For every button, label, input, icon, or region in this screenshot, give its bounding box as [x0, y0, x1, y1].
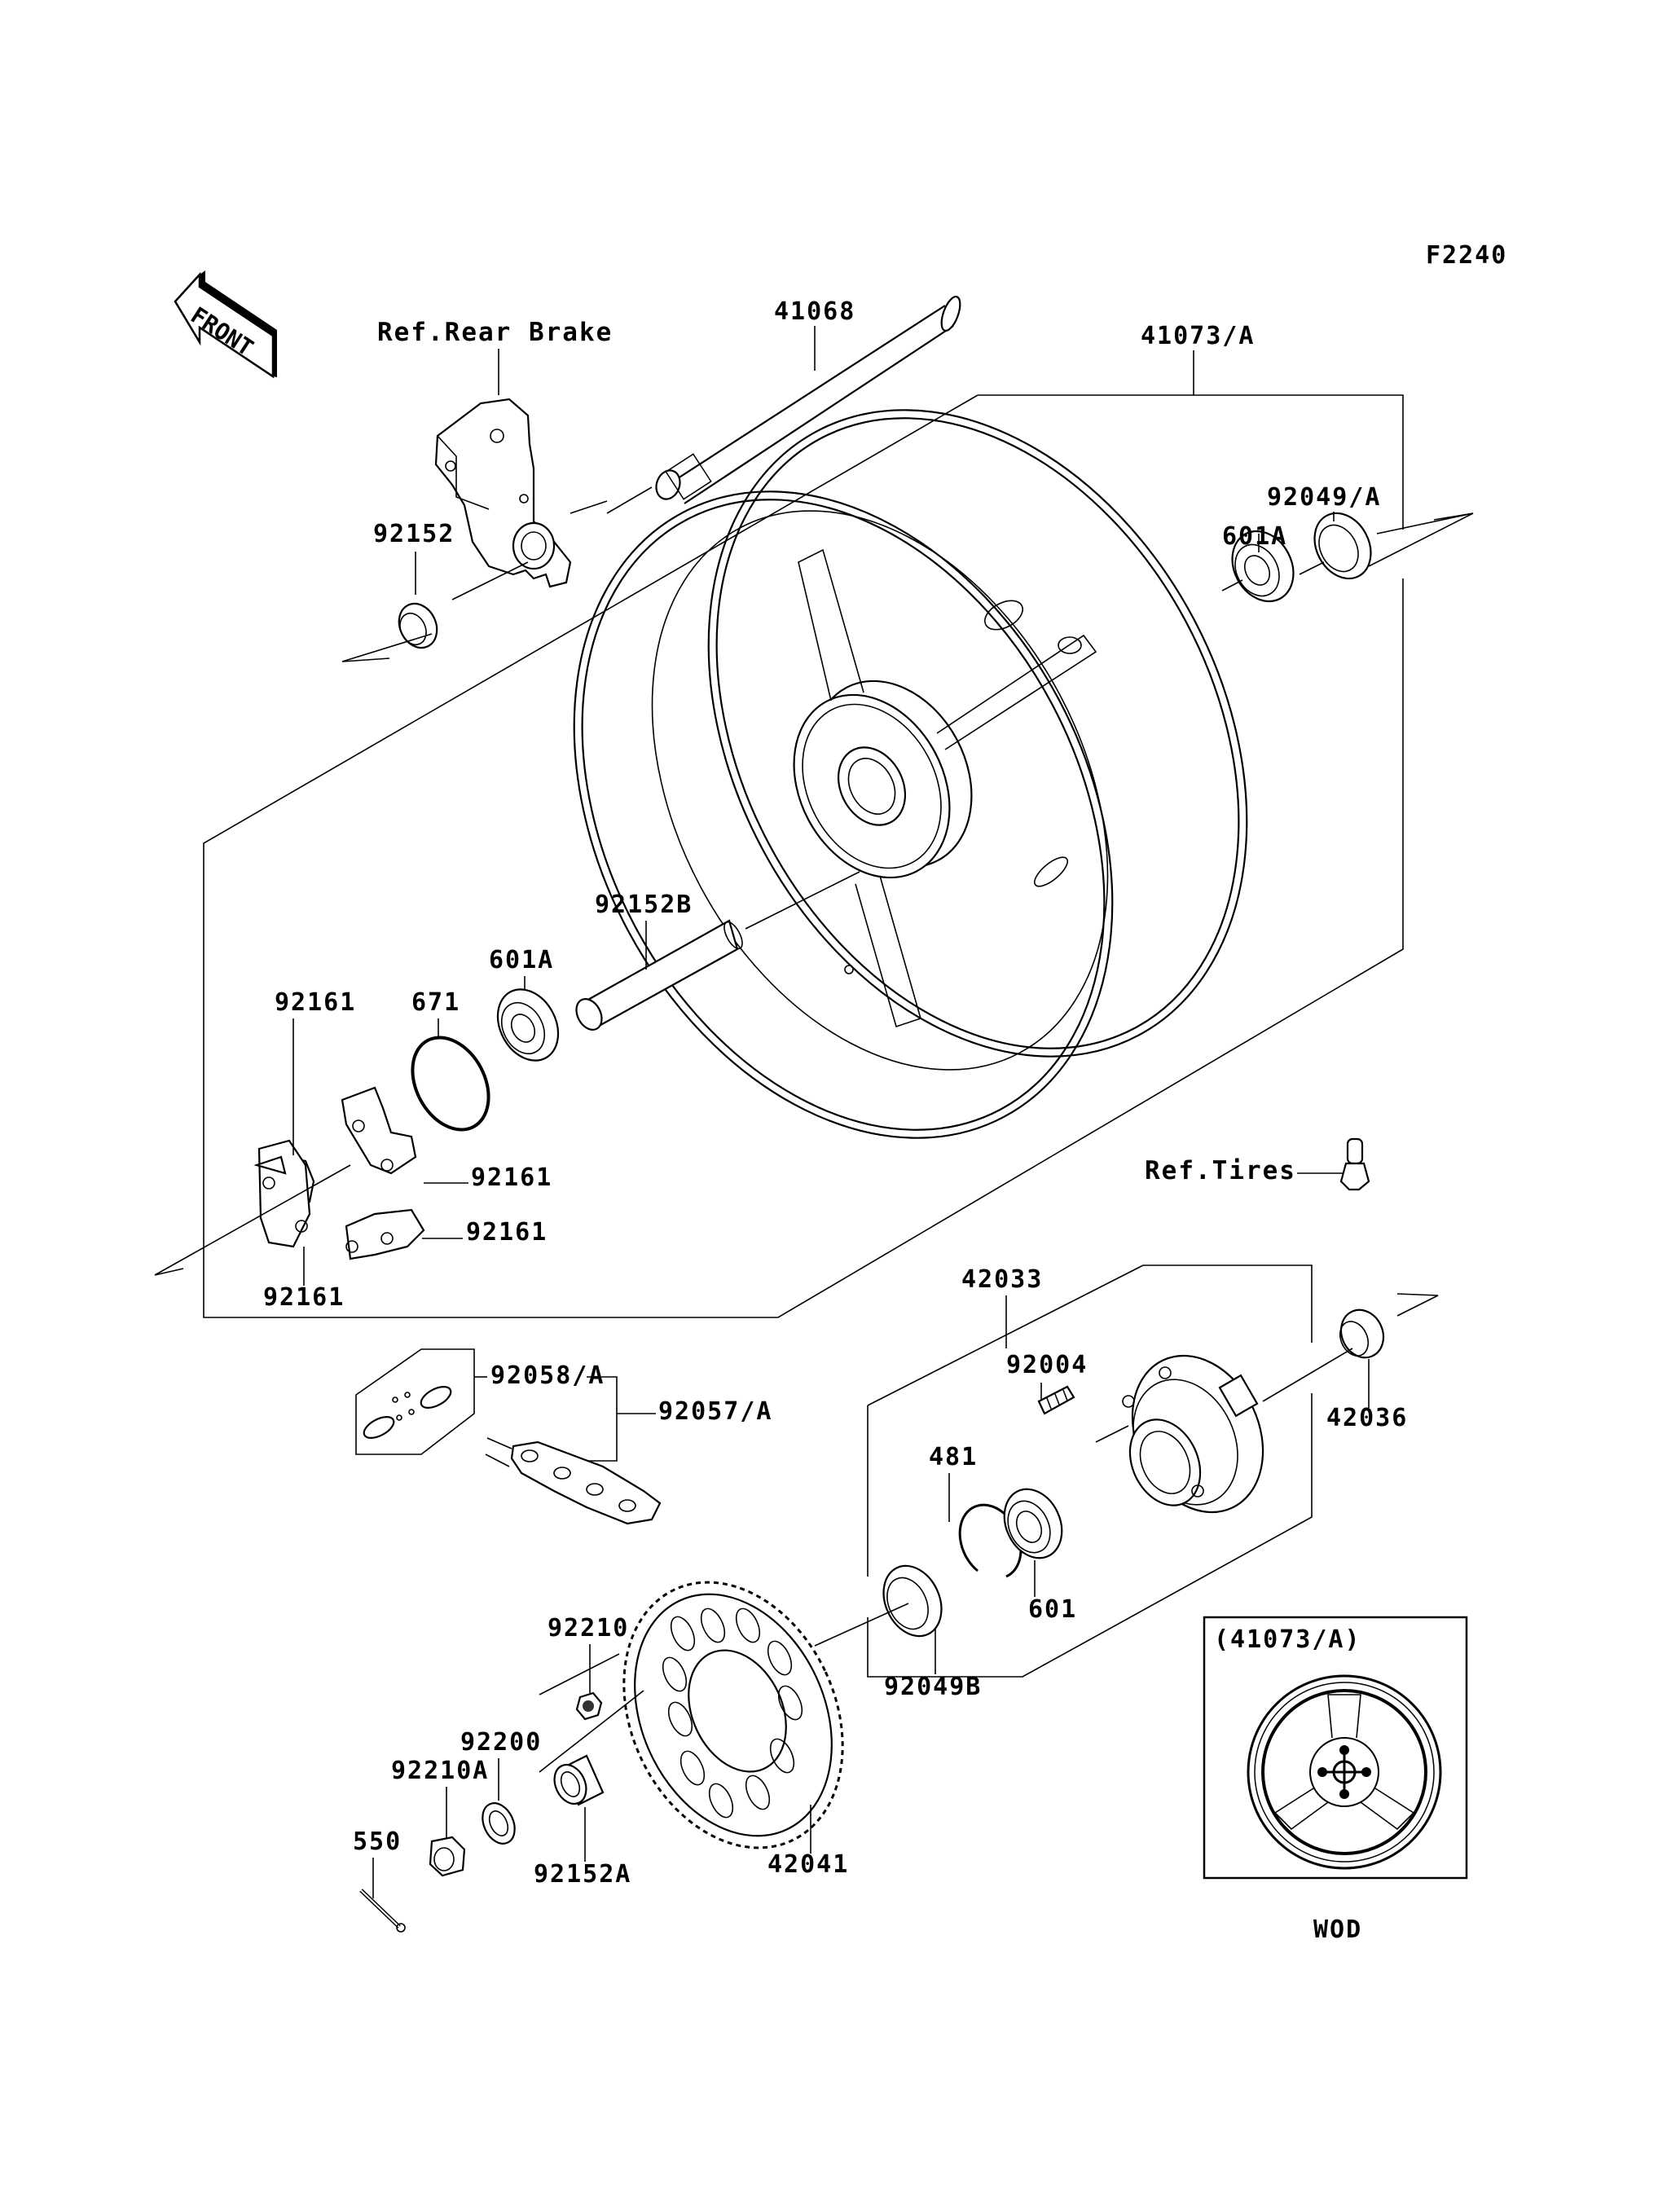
part-label-42036[interactable]: 42036	[1326, 1404, 1408, 1432]
wheel-front-view-icon	[1247, 1674, 1442, 1870]
part-label-92210[interactable]: 92210	[548, 1614, 629, 1643]
part-92210a-castle-nut	[429, 1836, 466, 1877]
part-601a-bearing-top	[1231, 530, 1295, 603]
part-42041-rear-sprocket	[622, 1581, 844, 1849]
part-481-circlip	[958, 1503, 1023, 1578]
part-label-42041[interactable]: 42041	[767, 1850, 849, 1879]
part-label-92161-a[interactable]: 92161	[275, 988, 356, 1017]
part-92058a-chain-joint	[363, 1386, 452, 1439]
ref-rear-brake-label[interactable]: Ref.Rear Brake	[377, 318, 613, 347]
part-label-481[interactable]: 481	[929, 1443, 978, 1471]
front-direction-arrow-icon: FRONT	[174, 270, 277, 379]
part-label-42033[interactable]: 42033	[961, 1265, 1043, 1294]
part-label-92004[interactable]: 92004	[1006, 1351, 1088, 1379]
part-42036-collar	[1339, 1308, 1385, 1359]
part-671-o-ring	[411, 1036, 490, 1132]
part-601a-bearing-mid	[496, 988, 560, 1062]
part-label-92210a[interactable]: 92210A	[391, 1757, 489, 1785]
part-label-601a-top[interactable]: 601A	[1222, 522, 1287, 551]
part-label-92057a[interactable]: 92057/A	[658, 1397, 772, 1426]
part-92152a-collar	[553, 1754, 605, 1806]
part-92057a-drive-chain	[485, 1437, 662, 1525]
part-label-92049b[interactable]: 92049B	[884, 1673, 982, 1701]
part-41068-axle	[606, 295, 961, 514]
part-label-92200[interactable]: 92200	[460, 1728, 542, 1757]
part-label-601[interactable]: 601	[1028, 1595, 1077, 1624]
part-label-92152a[interactable]: 92152A	[534, 1860, 631, 1889]
part-92161-hub-dampers	[253, 1086, 425, 1260]
rear-brake-caliper-bracket	[434, 398, 608, 588]
part-601-bearing	[1003, 1488, 1063, 1559]
inset-title: (41073/A)	[1214, 1625, 1361, 1654]
part-550-cotter-pin	[359, 1889, 406, 1933]
part-92200-washer	[482, 1802, 516, 1845]
part-92152-collar	[398, 602, 438, 649]
part-92004-stud	[1037, 1385, 1075, 1415]
part-92210-nut	[575, 1691, 603, 1721]
part-label-41073a[interactable]: 41073/A	[1141, 322, 1255, 350]
inset-caption: WOD	[1313, 1915, 1362, 1944]
part-label-92161-b[interactable]: 92161	[471, 1163, 552, 1192]
part-label-671[interactable]: 671	[411, 988, 460, 1017]
part-92049b-oil-seal	[882, 1564, 943, 1638]
figure-code: F2240	[1426, 241, 1507, 270]
assembly-bracket-41073a	[978, 394, 1404, 530]
part-label-92161-c[interactable]: 92161	[466, 1218, 548, 1247]
tire-valve-icon	[1339, 1137, 1370, 1191]
part-92049a-oil-seal	[1313, 512, 1372, 580]
part-label-550[interactable]: 550	[353, 1827, 402, 1856]
part-label-92152[interactable]: 92152	[373, 520, 455, 548]
part-label-92152b[interactable]: 92152B	[595, 891, 693, 919]
part-label-92058a[interactable]: 92058/A	[490, 1361, 605, 1390]
part-label-92161-d[interactable]: 92161	[263, 1283, 345, 1312]
part-label-92049a[interactable]: 92049/A	[1267, 483, 1381, 512]
wheel-variant-inset: (41073/A)	[1203, 1616, 1468, 1880]
ref-tires-label[interactable]: Ref.Tires	[1145, 1156, 1296, 1185]
chain-joint-kit-box	[355, 1348, 475, 1455]
part-42033-coupling	[1122, 1354, 1264, 1514]
part-92152b-spacer	[575, 919, 743, 1031]
assembly-bracket-42033	[867, 1264, 1313, 1406]
part-label-41068[interactable]: 41068	[774, 297, 855, 326]
part-41073a-rear-wheel	[573, 409, 1248, 1139]
part-label-601a-mid[interactable]: 601A	[489, 946, 554, 974]
